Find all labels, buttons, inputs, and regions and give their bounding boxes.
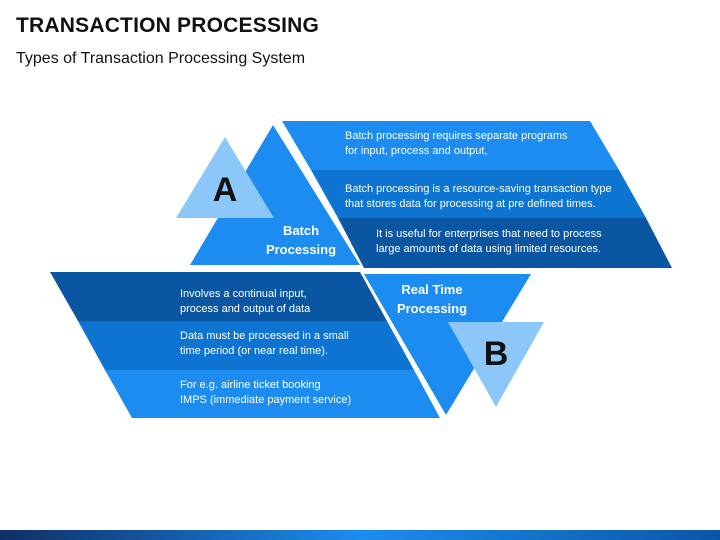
page-title: TRANSACTION PROCESSING bbox=[16, 14, 320, 37]
realtime-item-3-line2: IMPS (immediate payment service) bbox=[180, 394, 351, 406]
realtime-label-line2: Processing bbox=[397, 301, 467, 316]
realtime-large-triangle bbox=[364, 274, 531, 415]
realtime-item-1-line2: process and output of data bbox=[180, 303, 311, 315]
batch-item-3-line2: large amounts of data using limited reso… bbox=[376, 243, 601, 255]
realtime-band-1 bbox=[50, 272, 387, 321]
realtime-band-3 bbox=[105, 370, 440, 418]
batch-label-line2: Processing bbox=[266, 242, 336, 257]
batch-letter: A bbox=[213, 171, 238, 209]
realtime-item-2-line2: time period (or near real time). bbox=[180, 345, 328, 357]
batch-item-2-line2: that stores data for processing at pre d… bbox=[345, 198, 596, 210]
page-subtitle: Types of Transaction Processing System bbox=[16, 50, 306, 67]
realtime-small-triangle bbox=[448, 322, 544, 407]
batch-item-3-line1: It is useful for enterprises that need t… bbox=[376, 228, 602, 240]
batch-large-triangle bbox=[190, 125, 360, 265]
batch-item-2-line1: Batch processing is a resource-saving tr… bbox=[345, 183, 612, 195]
batch-band-2 bbox=[311, 170, 646, 218]
realtime-item-1-line1: Involves a continual input, bbox=[180, 288, 307, 300]
batch-item-1-line2: for input, process and output, bbox=[345, 145, 487, 157]
batch-band-1 bbox=[282, 121, 619, 170]
batch-small-triangle bbox=[176, 137, 274, 218]
batch-label-line1: Batch bbox=[283, 223, 319, 238]
bottom-decorative-strip bbox=[0, 530, 720, 540]
batch-band-3 bbox=[338, 218, 672, 268]
realtime-label-line1: Real Time bbox=[401, 282, 462, 297]
batch-processing-group: A Batch Processing Batch processing requ… bbox=[176, 121, 672, 268]
realtime-processing-group: B Real Time Processing Involves a contin… bbox=[50, 272, 544, 418]
realtime-band-2 bbox=[78, 321, 414, 370]
realtime-item-2-line1: Data must be processed in a small bbox=[180, 330, 349, 342]
realtime-item-3-line1: For e.g. airline ticket booking bbox=[180, 379, 321, 391]
batch-item-1-line1: Batch processing requires separate progr… bbox=[345, 130, 568, 142]
realtime-letter: B bbox=[484, 335, 509, 373]
